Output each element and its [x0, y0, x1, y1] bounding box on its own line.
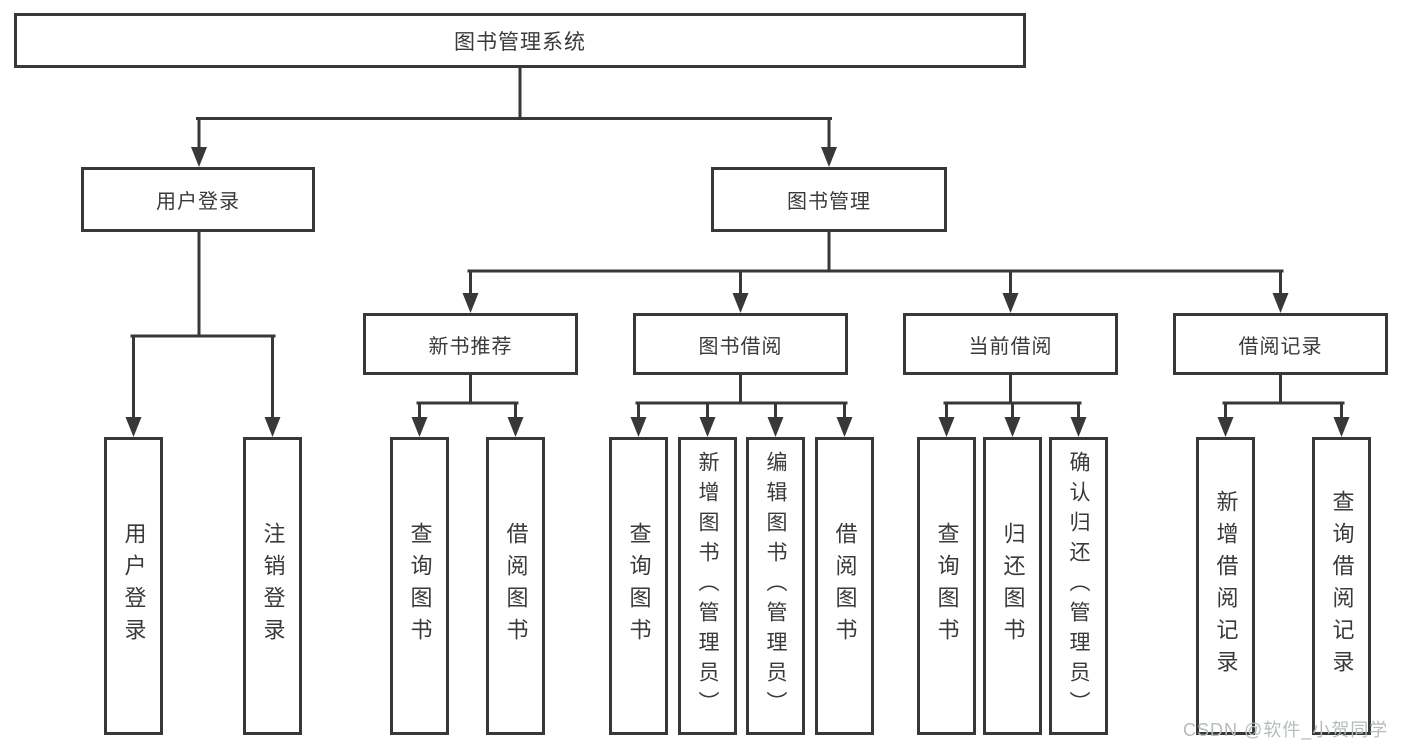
leaf-label: 查询借阅记录: [1329, 490, 1355, 682]
leaf-user-login: 用户登录: [104, 437, 163, 735]
leaf-query-books-current: 查询图书: [917, 437, 976, 735]
node-label: 借阅记录: [1238, 335, 1323, 358]
node-user-login: 用户登录: [81, 167, 315, 232]
leaf-label: 借阅图书: [832, 522, 858, 650]
leaf-confirm-return-admin: 确认归还（管理员）: [1049, 437, 1108, 735]
node-borrowing-records: 借阅记录: [1173, 313, 1388, 375]
leaf-borrow-books: 借阅图书: [815, 437, 874, 735]
leaf-borrow-books-newbook: 借阅图书: [486, 437, 545, 735]
leaf-edit-books-admin: 编辑图书（管理员）: [746, 437, 805, 735]
node-label: 用户登录: [156, 191, 240, 213]
node-label: 图书管理: [787, 191, 871, 213]
leaf-label: 借阅图书: [503, 522, 529, 650]
leaf-label: 用户登录: [121, 522, 147, 650]
arrowheads: [125, 147, 1350, 437]
leaf-label: 查询图书: [407, 522, 433, 650]
node-label: 当前借阅: [968, 335, 1053, 358]
leaf-add-borrow-record: 新增借阅记录: [1196, 437, 1255, 735]
leaf-label: 查询图书: [934, 522, 960, 650]
node-library-management-system: 图书管理系统: [14, 13, 1026, 68]
leaf-query-books-newbook: 查询图书: [390, 437, 449, 735]
leaf-label: 查询图书: [626, 522, 652, 650]
node-new-book-recommendation: 新书推荐: [363, 313, 578, 375]
node-label: 图书借阅: [698, 335, 783, 358]
leaf-label: 归还图书: [1000, 522, 1026, 650]
node-book-borrowing: 图书借阅: [633, 313, 848, 375]
node-label: 图书管理系统: [454, 30, 586, 54]
leaf-label: 编辑图书（管理员）: [764, 451, 787, 721]
node-book-management: 图书管理: [711, 167, 947, 232]
leaf-add-books-admin: 新增图书（管理员）: [678, 437, 737, 735]
leaf-query-books-borrow: 查询图书: [609, 437, 668, 735]
node-label: 新书推荐: [428, 335, 513, 358]
csdn-watermark: CSDN @软件_小贺同学: [1183, 720, 1389, 740]
leaf-return-books: 归还图书: [983, 437, 1042, 735]
leaf-label: 确认归还（管理员）: [1067, 451, 1090, 721]
node-current-borrowing: 当前借阅: [903, 313, 1118, 375]
leaf-logout: 注销登录: [243, 437, 302, 735]
leaf-label: 新增借阅记录: [1213, 490, 1239, 682]
leaf-query-borrow-record: 查询借阅记录: [1312, 437, 1371, 735]
leaf-label: 新增图书（管理员）: [696, 451, 719, 721]
leaf-label: 注销登录: [260, 522, 286, 650]
